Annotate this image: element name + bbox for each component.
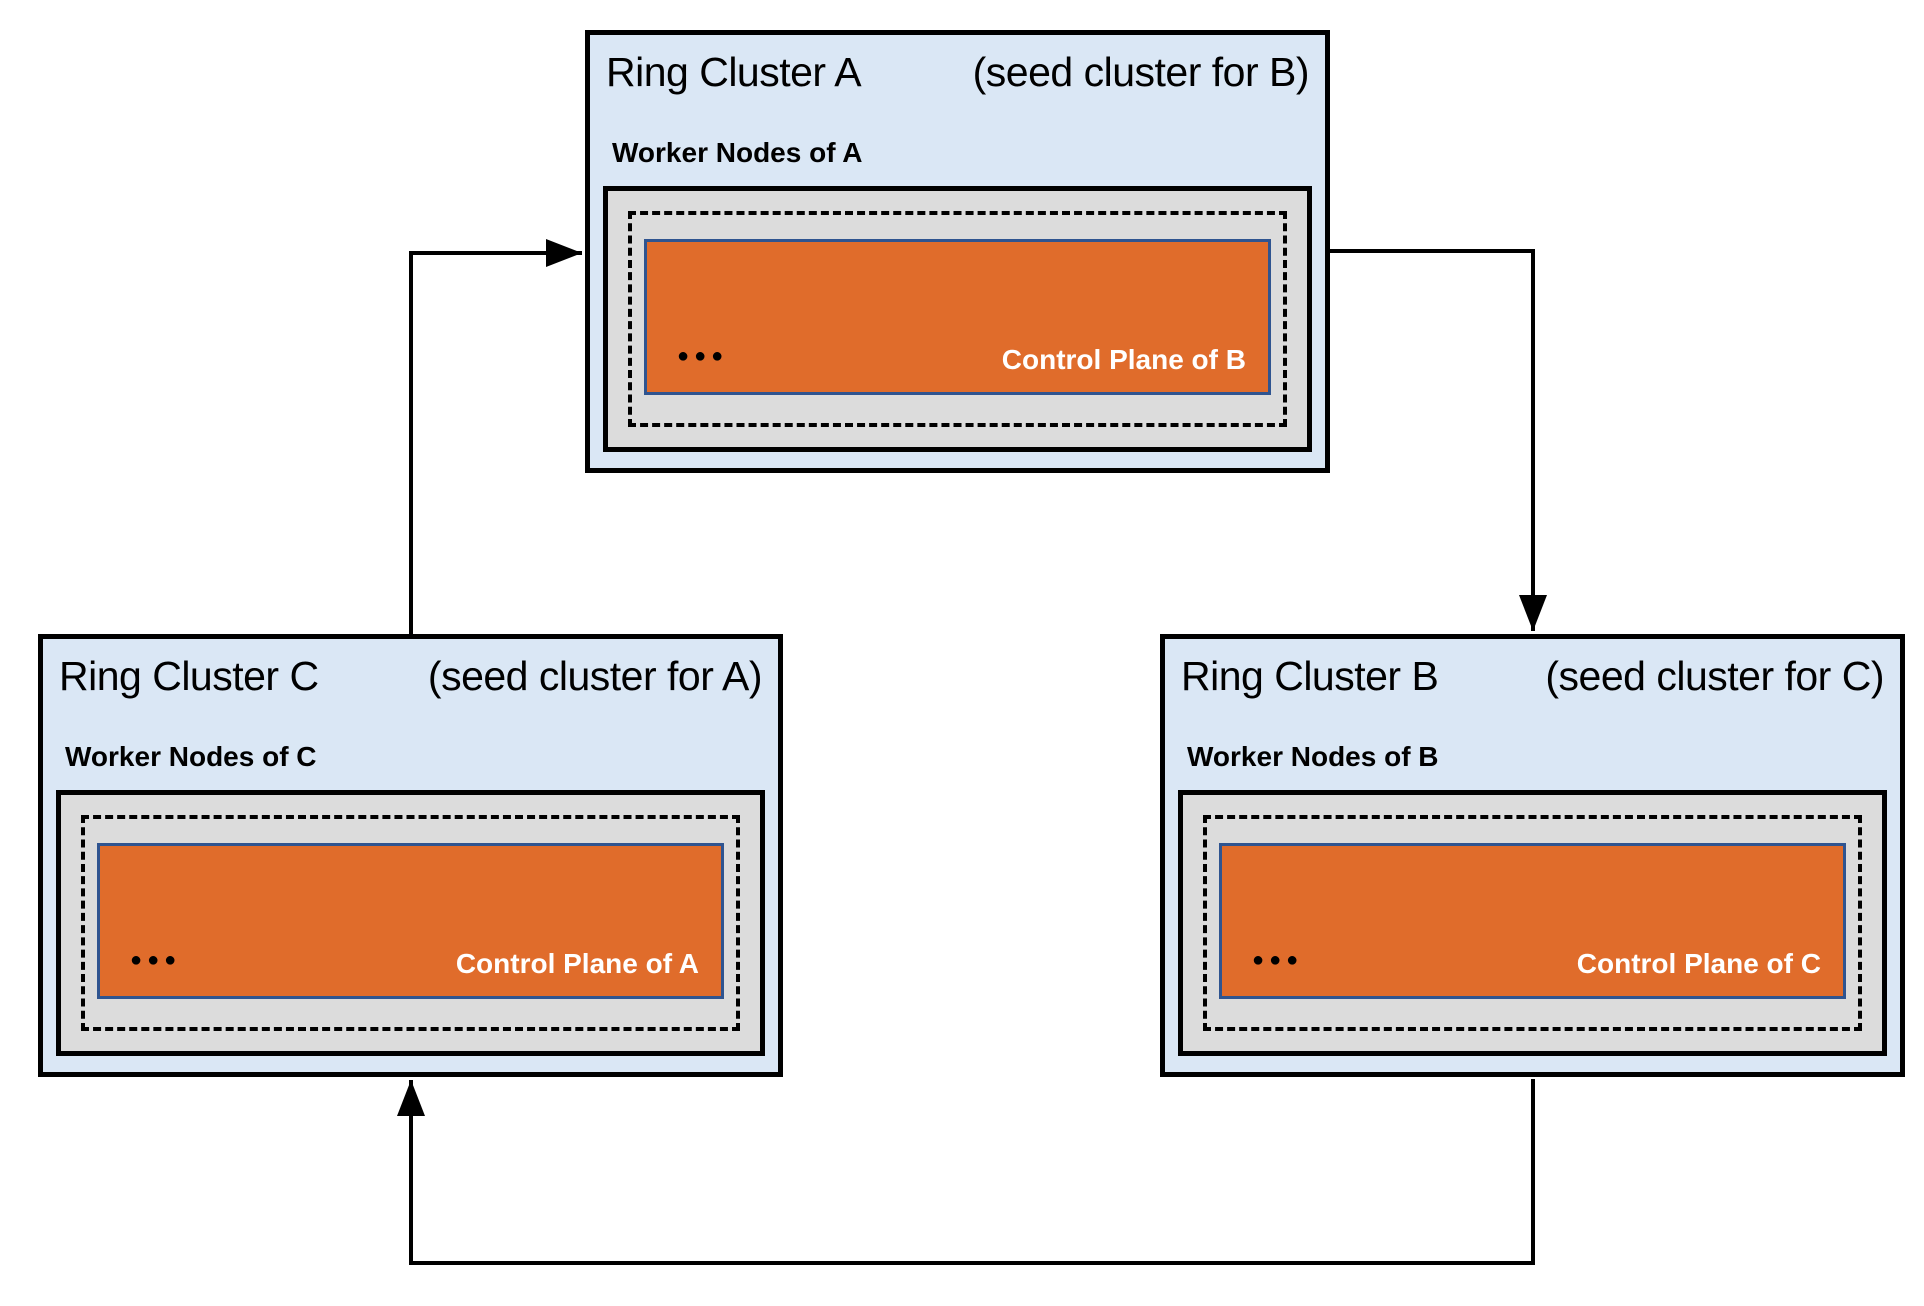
cluster-a-title: Ring Cluster A	[606, 49, 862, 95]
cluster-a-worker-nodes-box: ●●● Control Plane of B	[603, 186, 1312, 452]
ellipsis-dots-icon: ●●●	[130, 949, 182, 971]
cluster-c-subtitle: (seed cluster for A)	[427, 653, 763, 699]
cluster-b-title-row: Ring Cluster B (seed cluster for C)	[1181, 653, 1884, 700]
cluster-c-worker-label: Worker Nodes of C	[65, 741, 317, 772]
cluster-b-subtitle: (seed cluster for C)	[1545, 653, 1884, 699]
cluster-c-title-row: Ring Cluster C (seed cluster for A)	[59, 653, 763, 700]
cluster-a-control-plane-label: Control Plane of B	[1001, 344, 1246, 375]
arrow-a-to-b	[1330, 249, 1547, 631]
cluster-b-worker-nodes-box: ●●● Control Plane of C	[1178, 790, 1887, 1056]
cluster-c-dashed-boundary: ●●● Control Plane of A	[81, 815, 740, 1031]
cluster-a-control-plane-box: ●●● Control Plane of B	[644, 239, 1271, 395]
cluster-b-dashed-boundary: ●●● Control Plane of C	[1203, 815, 1862, 1031]
cluster-a: Ring Cluster A (seed cluster for B) Work…	[585, 30, 1330, 473]
cluster-b-worker-label: Worker Nodes of B	[1187, 741, 1439, 772]
cluster-c-control-plane-box: ●●● Control Plane of A	[97, 843, 724, 999]
cluster-c-control-plane-label: Control Plane of A	[455, 948, 699, 979]
cluster-b-control-plane-label: Control Plane of C	[1576, 948, 1821, 979]
cluster-b-control-plane-box: ●●● Control Plane of C	[1219, 843, 1846, 999]
arrow-c-to-a	[409, 239, 582, 634]
cluster-c: Ring Cluster C (seed cluster for A) Work…	[38, 634, 783, 1077]
cluster-a-worker-label: Worker Nodes of A	[612, 137, 863, 168]
cluster-b-title: Ring Cluster B	[1181, 653, 1439, 699]
cluster-a-title-row: Ring Cluster A (seed cluster for B)	[606, 49, 1310, 96]
cluster-c-title: Ring Cluster C	[59, 653, 319, 699]
cluster-a-subtitle: (seed cluster for B)	[972, 49, 1310, 95]
cluster-c-worker-nodes-box: ●●● Control Plane of A	[56, 790, 765, 1056]
cluster-b: Ring Cluster B (seed cluster for C) Work…	[1160, 634, 1905, 1077]
ellipsis-dots-icon: ●●●	[1252, 949, 1304, 971]
ellipsis-dots-icon: ●●●	[677, 345, 729, 367]
cluster-a-dashed-boundary: ●●● Control Plane of B	[628, 211, 1287, 427]
arrow-b-to-c	[397, 1079, 1535, 1265]
